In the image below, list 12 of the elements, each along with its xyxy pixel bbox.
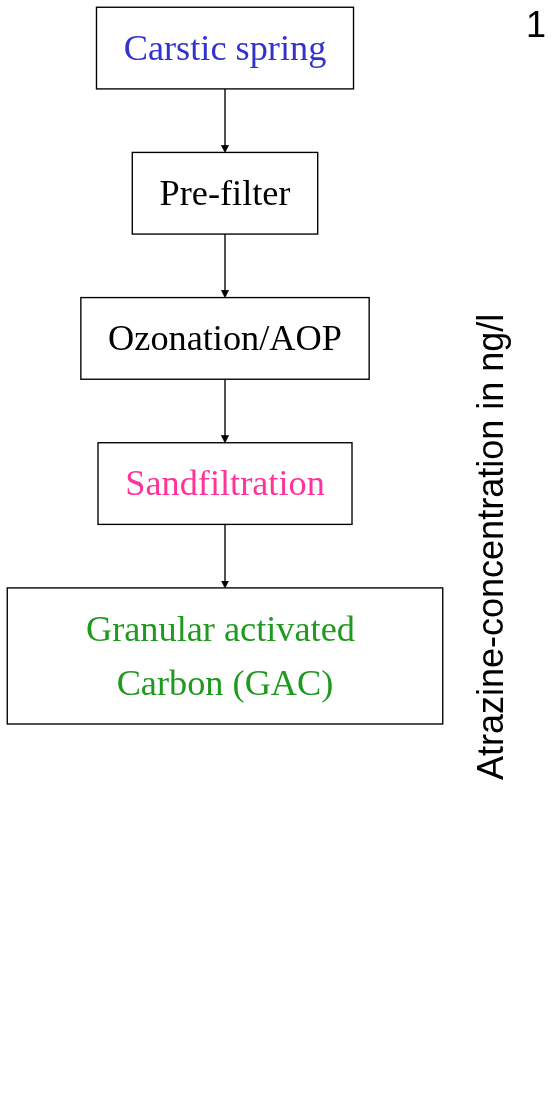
arrow (221, 523, 229, 589)
page-number: 1 (525, 4, 546, 46)
node-box (131, 151, 319, 235)
arrow (221, 233, 229, 298)
flowchart-diagram: Carstic spring Pre-filter Ozonation/AOP Sandfiltration Granular activated Carbon (GAC) (0, 0, 450, 732)
node-box (80, 296, 370, 380)
arrow (221, 88, 229, 153)
node-box (95, 6, 355, 90)
arrow (221, 378, 229, 444)
node-box (97, 442, 353, 526)
node-box (6, 587, 444, 725)
axis-label: Atrazine-concentration in ng/l (470, 312, 512, 780)
